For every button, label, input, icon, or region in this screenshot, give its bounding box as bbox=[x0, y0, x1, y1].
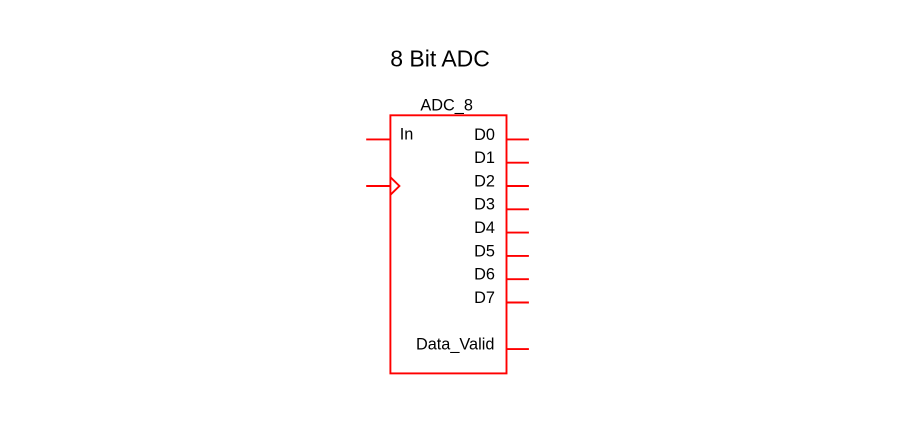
svg-text:D7: D7 bbox=[474, 289, 495, 307]
svg-text:D0: D0 bbox=[474, 126, 495, 144]
svg-text:D6: D6 bbox=[474, 266, 495, 284]
svg-text:8 Bit ADC: 8 Bit ADC bbox=[390, 46, 490, 72]
svg-text:D2: D2 bbox=[474, 172, 495, 190]
svg-text:D5: D5 bbox=[474, 242, 495, 260]
svg-text:Data_Valid: Data_Valid bbox=[416, 336, 494, 354]
svg-text:D4: D4 bbox=[474, 219, 495, 237]
svg-text:ADC_8: ADC_8 bbox=[420, 97, 473, 115]
svg-text:D1: D1 bbox=[474, 149, 495, 167]
svg-text:In: In bbox=[400, 126, 414, 144]
svg-text:D3: D3 bbox=[474, 196, 495, 214]
